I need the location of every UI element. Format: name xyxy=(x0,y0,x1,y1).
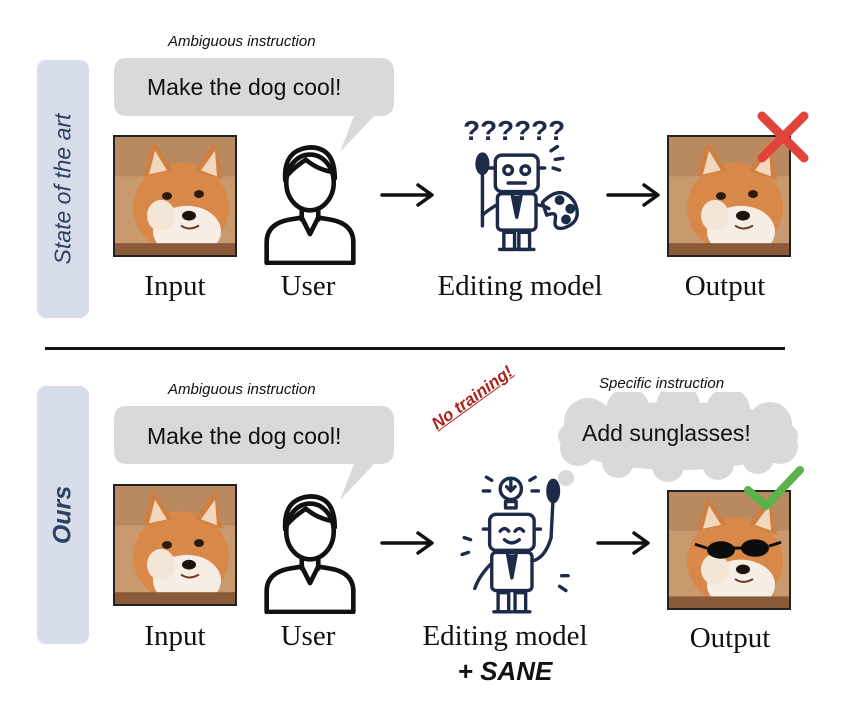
arrow-icon-bottom-1 xyxy=(380,531,434,555)
no-training-label: No training! xyxy=(428,361,517,434)
speech-bubble-top-text: Make the dog cool! xyxy=(147,74,342,100)
label-output-bottom: Output xyxy=(689,622,771,654)
ambiguous-instruction-caption-bottom: Ambiguous instruction xyxy=(168,381,316,398)
label-model-top: Editing model xyxy=(437,270,603,302)
output-image-top xyxy=(667,135,791,257)
label-input-bottom: Input xyxy=(144,620,206,652)
label-model-bottom: Editing model xyxy=(422,620,588,652)
label-user-top: User xyxy=(280,270,336,302)
confused-robot-icon xyxy=(461,113,579,252)
arrow-icon-top-1 xyxy=(380,183,434,207)
user-icon-top xyxy=(260,135,360,265)
speech-bubble-bottom-text: Make the dog cool! xyxy=(147,423,342,449)
label-model-suffix-sane: + SANE xyxy=(457,656,553,686)
output-image-bottom xyxy=(667,490,791,610)
speech-bubble-bottom xyxy=(114,406,394,500)
arrow-icon-bottom-2 xyxy=(596,531,650,555)
label-output-top: Output xyxy=(684,270,766,302)
input-image-top xyxy=(113,135,237,257)
sunglasses-icon xyxy=(694,539,782,559)
thought-cloud xyxy=(549,392,798,497)
thought-cloud-text: Add sunglasses! xyxy=(582,420,751,446)
side-label-state-of-the-art: State of the art xyxy=(49,113,76,265)
section-divider xyxy=(45,347,785,350)
red-x-icon xyxy=(757,111,809,163)
label-input-top: Input xyxy=(144,270,206,302)
green-check-icon xyxy=(744,466,804,510)
speech-bubble-top xyxy=(114,58,394,152)
ambiguous-instruction-caption: Ambiguous instruction xyxy=(168,33,316,50)
side-tab-ours xyxy=(37,386,89,644)
side-label-ours: Ours xyxy=(48,485,77,545)
input-image-bottom xyxy=(113,484,237,606)
happy-robot-icon xyxy=(460,475,570,614)
arrow-icon-top-2 xyxy=(606,183,660,207)
specific-instruction-caption: Specific instruction xyxy=(599,375,725,392)
side-tab-state-of-the-art xyxy=(37,60,89,318)
label-user-bottom: User xyxy=(280,620,336,652)
user-icon-bottom xyxy=(260,484,360,614)
